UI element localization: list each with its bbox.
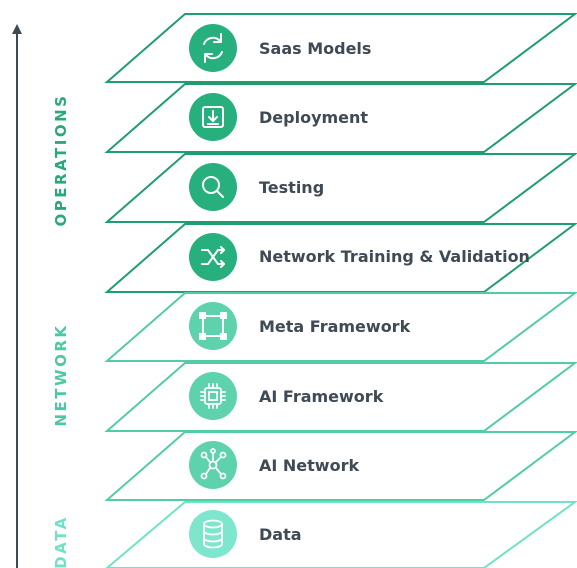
group-label-network: NETWORK — [52, 323, 70, 426]
layer-6: AI Network — [104, 431, 577, 501]
layer-icon-badge — [189, 372, 237, 420]
layer-3: Network Training & Validation — [104, 223, 577, 293]
layer-0: Saas Models — [104, 13, 577, 83]
layer-label: Meta Framework — [259, 317, 411, 336]
layer-1: Deployment — [104, 83, 577, 153]
layer-7: Data — [105, 501, 577, 568]
layer-label: Deployment — [259, 108, 368, 127]
download-icon — [202, 106, 224, 128]
layer-label: AI Framework — [259, 387, 384, 406]
layer-icon-badge — [189, 163, 237, 211]
frame-icon — [199, 312, 227, 340]
chip-icon — [200, 383, 226, 409]
layer-label: Testing — [259, 178, 324, 197]
layer-2: Testing — [104, 153, 577, 223]
layer-label: AI Network — [259, 456, 359, 475]
layer-label: Saas Models — [259, 39, 371, 58]
database-icon — [203, 519, 223, 549]
layer-plane — [105, 501, 577, 568]
network-icon — [200, 448, 227, 480]
search-icon — [202, 176, 224, 198]
layer-icon-badge — [189, 24, 237, 72]
layer-label: Data — [259, 525, 302, 544]
layer-5: AI Framework — [104, 362, 577, 432]
layer-plane — [104, 153, 577, 223]
refresh-icon — [203, 33, 223, 63]
layer-label: Network Training & Validation — [259, 247, 530, 266]
group-label-operations: OPERATIONS — [52, 94, 70, 227]
layer-4: Meta Framework — [104, 292, 577, 362]
shuffle-icon — [201, 246, 225, 268]
up-arrow — [12, 24, 22, 568]
group-label-data: DATA — [52, 515, 70, 568]
layer-icon-badge — [189, 302, 237, 350]
